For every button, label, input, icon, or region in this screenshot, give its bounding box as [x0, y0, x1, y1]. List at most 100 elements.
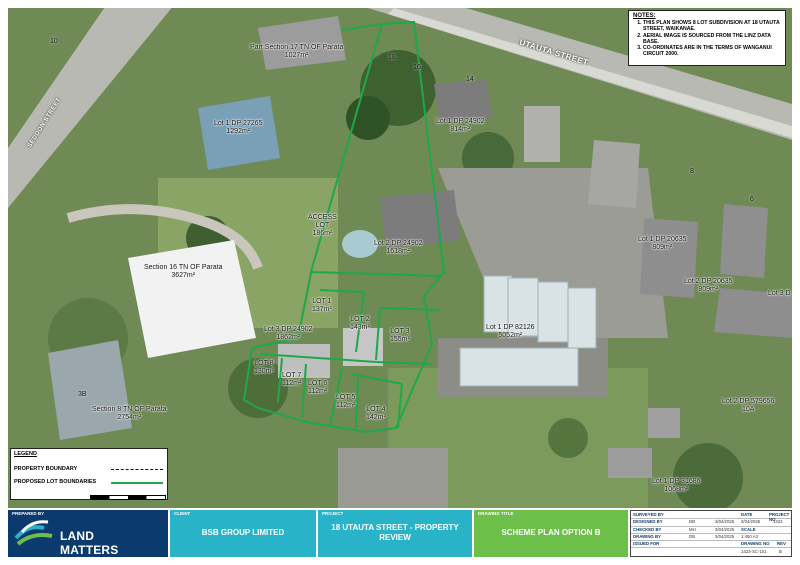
- notes-list: THIS PLAN SHOWS 8 LOT SUBDIVISION AT 18 …: [633, 20, 781, 57]
- parcel-label-lot1-dp31686[interactable]: Lot 1 DP 31686 1068m²: [652, 478, 701, 494]
- drawing-by-date: 3/04/2025: [715, 533, 735, 539]
- parcel-name: Lot 1 DP 82126: [486, 324, 535, 331]
- parcel-area: 1862m²: [276, 334, 301, 341]
- parcel-label-lot1-dp20635[interactable]: Lot 1 DP 20635 809m²: [638, 236, 687, 252]
- scale-header: SCALE: [741, 526, 756, 532]
- lot-name: LOT 2: [350, 316, 370, 323]
- legend-proposed-boundaries-label: PROPOSED LOT BOUNDARIES: [14, 479, 97, 485]
- legend-title: LEGEND: [14, 451, 37, 457]
- land-matters-logo: LAND MATTERS: [14, 518, 154, 557]
- lot-area: 112m²: [308, 388, 328, 395]
- parcel-area: 10A: [741, 406, 755, 413]
- boundary-overlay: [242, 20, 446, 434]
- parcel-area: 1292m²: [226, 128, 251, 135]
- lot-boundary-1: [319, 289, 365, 293]
- parcel-name: Lot 2 DP 24902: [374, 240, 423, 247]
- land-matters-logo-icon: [14, 520, 53, 546]
- parcel-name: Lot 1 DP 20635: [638, 236, 687, 243]
- issued-for-label: ISSUED FOR: [633, 541, 660, 547]
- title-block-drawing-title: DRAWING TITLE SCHEME PLAN OPTION B: [474, 510, 628, 557]
- project-no-header: PROJECT NO: [769, 512, 790, 522]
- house-number-3b: 3B: [78, 391, 87, 398]
- rev-header: REV: [777, 541, 786, 547]
- parcel-label-lot3-dp24902[interactable]: Lot 3 DP 24902 1862m²: [264, 326, 313, 342]
- parcel-label-lot3-d[interactable]: Lot 3 D: [768, 290, 791, 298]
- client-name: BSB GROUP LIMITED: [201, 528, 285, 537]
- drawing-by-label: DRAWING BY: [633, 533, 661, 539]
- parcel-label-lot1-dp27265[interactable]: Lot 1 DP 27265 1292m²: [214, 120, 263, 136]
- lot-boundary-3-north: [379, 307, 441, 311]
- lot-area: 137m²: [312, 306, 332, 313]
- parcel-name: Lot 1 DP 27265: [214, 120, 263, 127]
- proposed-lot-4[interactable]: LOT 4 142m²: [366, 406, 386, 422]
- designed-by-label: DESIGNED BY: [633, 519, 663, 525]
- note-item: CO-ORDINATES ARE IN THE TERMS OF WANGANU…: [643, 45, 781, 57]
- parcel-label-section-16[interactable]: Section 16 TN OF Parata 3627m²: [144, 264, 222, 280]
- lot-area: 143m²: [350, 324, 370, 331]
- title-block-project: PROJECT 18 UTAUTA STREET - PROPERTY REVI…: [318, 510, 472, 557]
- lot-name: LOT 8: [254, 360, 274, 367]
- parcel-name: Lot 1 DP 31686: [652, 478, 701, 485]
- lot-boundary-1-2: [355, 291, 365, 353]
- parcel-label-part-section-17[interactable]: Part Section 17 TN OF Parata 1027m²: [250, 44, 343, 60]
- parcel-label-lot1-dp24902[interactable]: Lot 1 DP 24902 814m²: [436, 118, 485, 134]
- surveyed-by-label: SURVEYED BY: [633, 512, 664, 517]
- proposed-lot-5[interactable]: LOT 5 112m²: [336, 394, 355, 410]
- lot-boundary-access-south: [309, 271, 443, 277]
- parcel-label-lot1-dp82126[interactable]: Lot 1 DP 82126 5052m²: [486, 324, 535, 340]
- date-value: 3/04/2025: [741, 519, 761, 525]
- drawing-info-table: SURVEYED BY DATE PROJECT NO DESIGNED BY …: [630, 510, 792, 557]
- lot-boundary-6-7: [301, 363, 307, 419]
- legend-property-boundary-line: [111, 469, 163, 470]
- house-number-14: 14: [466, 76, 474, 83]
- parcel-area: 1027m²: [284, 52, 309, 59]
- checked-by-date: 3/04/2025: [715, 526, 735, 532]
- proposed-lot-7[interactable]: LOT 7 112m²: [282, 372, 301, 388]
- lot-area: 130m²: [254, 368, 274, 375]
- parcel-label-lot2-dp579656[interactable]: Lot 2 DP 579656 10A: [722, 398, 774, 414]
- lot-name: LOT 6: [308, 380, 328, 387]
- parcel-name: Lot 1 DP 24902: [436, 118, 485, 125]
- lot-boundary-4-5: [355, 377, 359, 429]
- proposed-lot-3[interactable]: LOT 3 155m²: [390, 328, 410, 344]
- project-name: 18 UTAUTA STREET - PROPERTY REVIEW: [331, 523, 459, 542]
- lot-boundary-7-8: [277, 357, 283, 403]
- lot-area: 112m²: [282, 380, 302, 387]
- project-caption: PROJECT: [322, 511, 344, 516]
- parcel-area: 809m²: [652, 244, 673, 251]
- client-caption: CLIENT: [174, 511, 191, 516]
- title-block-client: CLIENT BSB GROUP LIMITED: [170, 510, 316, 557]
- lot-boundary-3-south: [375, 361, 433, 365]
- parcel-label-lot2-dp20635[interactable]: Lot 2 DP 20635 809m²: [684, 278, 733, 294]
- parcel-area: 1068m²: [664, 486, 689, 493]
- lot-boundary-5-6: [329, 367, 343, 427]
- parcel-area: 809m²: [698, 286, 719, 293]
- parcel-name: Section 16 TN OF Parata: [144, 264, 223, 271]
- parcel-area: 3627m²: [171, 272, 196, 279]
- lot-boundary-4-north: [351, 373, 403, 385]
- lot-name: LOT 1: [312, 298, 332, 305]
- proposed-lot-2[interactable]: LOT 2 143m²: [350, 316, 370, 332]
- house-number-10: 10: [50, 38, 58, 45]
- parcel-name: Lot 3 DP 24902: [264, 326, 313, 333]
- proposed-lot-6[interactable]: LOT 6 112m²: [308, 380, 327, 396]
- drawing-title: SCHEME PLAN OPTION B: [501, 528, 601, 537]
- drawing-no-value: 1423-SC-101: [741, 548, 767, 554]
- aerial-imagery: [8, 8, 792, 508]
- parcel-label-access-lot[interactable]: ACCESS LOT 186m²: [308, 214, 337, 238]
- note-item: AERIAL IMAGE IS SOURCED FROM THE LINZ DA…: [643, 33, 781, 45]
- proposed-lot-1[interactable]: LOT 1 137m²: [312, 298, 332, 314]
- aerial-map[interactable]: UTAUTA STREET SEDDON STREET 10 14 18 16 …: [8, 8, 792, 508]
- parcel-label-lot2-dp24902[interactable]: Lot 2 DP 24902 1618m²: [374, 240, 423, 256]
- rev-value: B: [779, 548, 782, 554]
- designed-by-value: DB: [689, 519, 695, 525]
- parcel-name-2: LOT: [315, 222, 330, 229]
- site-boundary: [242, 20, 446, 434]
- checked-by-value: MH: [689, 526, 696, 532]
- parcel-label-section-8[interactable]: Section 8 TN OF Parata 2754m²: [92, 406, 167, 422]
- legend-property-boundary-label: PROPERTY BOUNDARY: [14, 466, 78, 472]
- proposed-lot-8[interactable]: LOT 8 130m²: [254, 360, 274, 376]
- scale-bar: [90, 495, 166, 500]
- notes-title: NOTES:: [633, 13, 656, 19]
- lot-area: 142m²: [366, 414, 386, 421]
